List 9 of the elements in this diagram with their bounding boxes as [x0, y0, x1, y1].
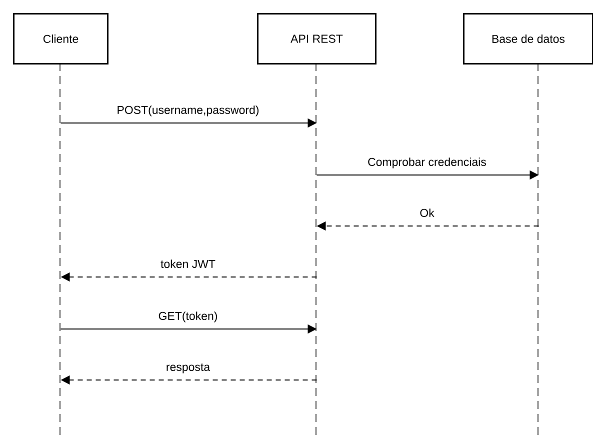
message-label: token JWT — [160, 260, 216, 268]
message-label: Comprobar credenciais — [368, 158, 486, 168]
participant-box: Base de datos — [463, 13, 593, 64]
participant-box: Cliente — [13, 13, 108, 64]
message-label: POST(username,password) — [118, 106, 259, 116]
message-label: Ok — [420, 208, 434, 217]
message-label: resposta — [166, 363, 210, 374]
participant-box: API REST — [257, 13, 376, 64]
message-label: GET(token) — [158, 312, 218, 322]
